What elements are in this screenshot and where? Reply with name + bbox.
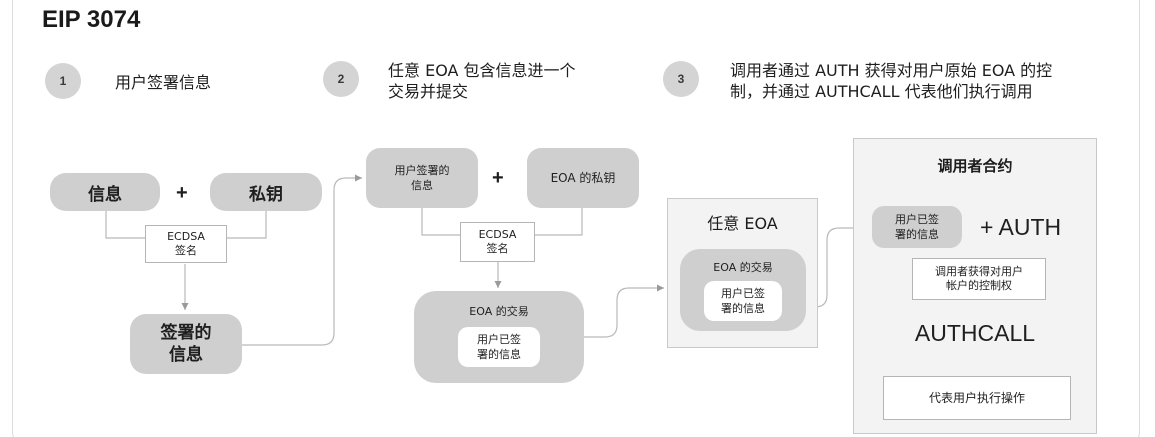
user-signed-line-2: 信息 xyxy=(411,179,433,192)
control-line-1: 调用者获得对用户 xyxy=(935,265,1023,278)
signed-message-line-2: 信息 xyxy=(169,345,203,365)
inner-line-2: 署的信息 xyxy=(477,348,521,361)
eoa-transaction-pill: EOA 的交易 用户已签 署的信息 xyxy=(414,291,584,383)
plus-sign-1: + xyxy=(176,182,188,204)
eoa-transaction-label: EOA 的交易 xyxy=(469,305,529,318)
ecdsa-label: ECDSA xyxy=(167,230,205,243)
user-signed-message-pill: 用户签署的 信息 xyxy=(366,148,478,208)
any-eoa-transaction-pill: EOA 的交易 用户已签 署的信息 xyxy=(680,249,806,331)
any-eoa-inner-signed: 用户已签 署的信息 xyxy=(704,281,782,321)
sign-label-2: 签名 xyxy=(486,242,509,255)
authcall-label: AUTHCALL xyxy=(914,320,1036,346)
step-3-line-2: 制，并通过 AUTHCALL 代表他们执行调用 xyxy=(730,82,1033,101)
invoker-title: 调用者合约 xyxy=(937,157,1013,175)
inner-line-1: 用户已签 xyxy=(477,333,521,346)
private-key-pill: 私钥 xyxy=(210,173,322,211)
signed-message-inner: 用户已签 署的信息 xyxy=(458,327,540,367)
step-3-badge: 3 xyxy=(663,61,699,97)
step-3-text: 调用者通过 AUTH 获得对用户原始 EOA 的控 制，并通过 AUTHCALL… xyxy=(730,60,1052,102)
plus-sign-2: + xyxy=(492,167,504,189)
sign-label: 签名 xyxy=(175,244,197,257)
step-2-line-2: 交易并提交 xyxy=(388,82,469,101)
any-eoa-inner-line-2: 署的信息 xyxy=(721,302,765,315)
signed-message-line-1: 签署的 xyxy=(160,323,212,343)
step-2-text: 任意 EOA 包含信息进一个 交易并提交 xyxy=(388,60,576,102)
auth-label: + AUTH xyxy=(980,214,1062,240)
execute-on-behalf-box: 代表用户执行操作 xyxy=(883,376,1071,420)
user-signed-line-1: 用户签署的 xyxy=(394,164,450,177)
step-1-badge: 1 xyxy=(45,63,81,99)
signed-message-pill: 签署的 信息 xyxy=(130,314,242,374)
control-line-2: 帐户的控制权 xyxy=(946,279,1012,292)
control-gained-box: 调用者获得对用户 帐户的控制权 xyxy=(912,258,1046,300)
invoker-signed-message-pill: 用户已签 署的信息 xyxy=(872,206,962,248)
message-pill: 信息 xyxy=(50,173,160,211)
step-2-line-1: 任意 EOA 包含信息进一个 xyxy=(388,61,576,80)
step-3-line-1: 调用者通过 AUTH 获得对用户原始 EOA 的控 xyxy=(730,61,1053,80)
ecdsa-label-2: ECDSA xyxy=(478,228,517,241)
step-1-text: 用户签署信息 xyxy=(115,73,212,92)
eoa-private-key-pill: EOA 的私钥 xyxy=(527,148,639,208)
ecdsa-sign-box-1: ECDSA 签名 xyxy=(145,225,227,263)
page-title: EIP 3074 xyxy=(42,6,141,33)
any-eoa-inner-line-1: 用户已签 xyxy=(721,287,765,300)
invoker-signed-line-1: 用户已签 xyxy=(895,213,939,226)
step-2-badge: 2 xyxy=(323,61,359,97)
ecdsa-sign-box-2: ECDSA 签名 xyxy=(460,222,535,262)
any-eoa-title: 任意 EOA xyxy=(707,214,778,233)
any-eoa-tx-label: EOA 的交易 xyxy=(713,261,773,274)
invoker-signed-line-2: 署的信息 xyxy=(895,228,939,241)
